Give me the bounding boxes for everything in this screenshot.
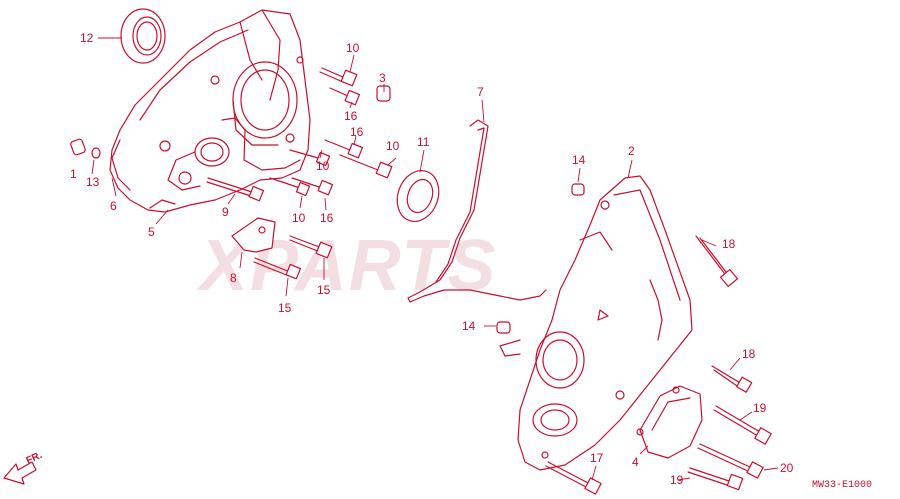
bolt-16-bottom-part	[291, 177, 334, 196]
callout-1: 1	[70, 167, 77, 181]
rear-housing-part	[109, 9, 311, 213]
callout-2: 2	[628, 144, 635, 158]
callout-10-c: 10	[386, 139, 400, 153]
bracket-8-part	[231, 217, 276, 253]
front-arrow-icon	[3, 461, 37, 485]
dowel-14-upper-part	[571, 183, 585, 196]
bolt-16-mid-part	[324, 139, 364, 159]
bolt-10-mid-part	[339, 154, 393, 179]
callout-10-b: 10	[316, 159, 330, 173]
dowel-3-part	[376, 85, 391, 102]
callout-9: 9	[222, 205, 229, 219]
leader-lines	[91, 37, 779, 481]
bolt-15-upper-part	[289, 235, 333, 259]
callout-15-b: 15	[278, 301, 292, 315]
callout-10-d: 10	[292, 211, 306, 225]
bolt-18-upper-part	[695, 235, 739, 288]
cover-4-part	[636, 385, 703, 459]
washer-13-part	[91, 147, 101, 159]
callout-11: 11	[417, 135, 430, 149]
bolt-10-upper-part	[319, 67, 358, 87]
callout-12: 12	[80, 31, 94, 45]
bolt-19-lower-part	[687, 467, 744, 491]
callout-8: 8	[230, 271, 237, 285]
callout-7: 7	[477, 85, 484, 99]
callout-16-a: 16	[344, 109, 358, 123]
front-label: FR.	[25, 450, 44, 467]
bolt-10-lower-part	[289, 149, 331, 167]
dowel-pin-1-part	[70, 138, 86, 156]
bolt-20-part	[697, 443, 764, 479]
callout-18-a: 18	[722, 237, 736, 251]
callout-20: 20	[780, 461, 794, 475]
callout-10-a: 10	[346, 41, 360, 55]
bolt-17-part	[545, 461, 602, 495]
callout-16-b: 16	[350, 125, 364, 139]
callout-19-b: 19	[670, 473, 684, 487]
oil-seal-11-part	[396, 170, 440, 222]
bolt-15-lower-part	[253, 257, 302, 280]
callout-3: 3	[379, 71, 386, 85]
bolt-18-lower-part	[711, 365, 753, 393]
callout-13: 13	[86, 175, 100, 189]
callout-14-a: 14	[572, 153, 586, 167]
bolt-19-upper-part	[713, 405, 772, 445]
bolt-16-upper-part	[329, 87, 361, 106]
bolt-10-bottom-part	[269, 177, 311, 197]
callout-18-b: 18	[742, 347, 756, 361]
callout-4: 4	[632, 455, 639, 469]
gasket-7-part	[407, 119, 547, 303]
callout-16-c: 16	[320, 211, 334, 225]
dowel-14-lower-part	[496, 321, 511, 334]
callout-labels: 12 10 3 16 7 1 13 6 16 10 11 10 14 2 9 5…	[70, 31, 794, 487]
callout-19-a: 19	[753, 401, 767, 415]
drawing-code: MW33-E1000	[812, 480, 872, 491]
callout-6: 6	[110, 199, 117, 213]
callout-15-a: 15	[317, 283, 331, 297]
callout-14-b: 14	[462, 319, 476, 333]
front-direction-marker: FR.	[3, 450, 44, 485]
callout-17: 17	[590, 451, 604, 465]
oil-seal-12-part	[120, 8, 166, 64]
front-cover-2-part	[499, 175, 693, 471]
callout-5: 5	[148, 225, 155, 239]
bolt-9-part	[206, 177, 265, 202]
